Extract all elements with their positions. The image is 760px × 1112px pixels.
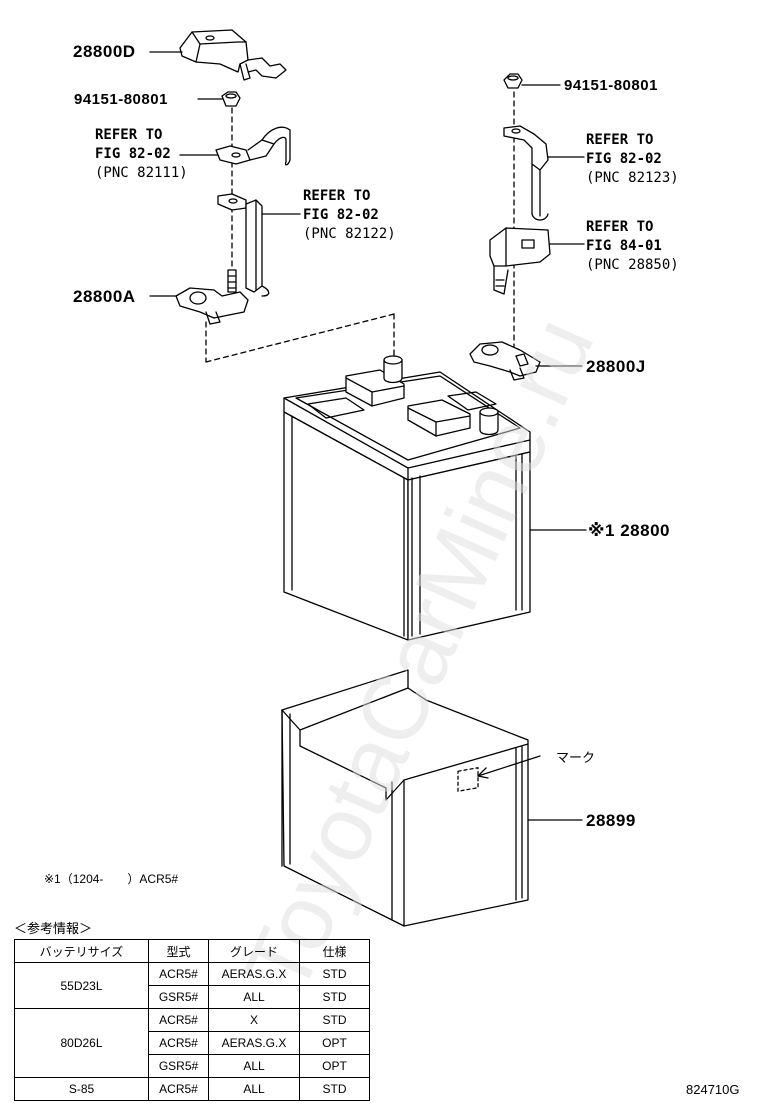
cell-grade: AERAS.G.X (208, 962, 300, 986)
cell-size: S-85 (14, 1077, 149, 1101)
refer-right-2: REFER TO FIG 84-01 (PNC 28850) (586, 219, 679, 273)
cell-model: ACR5# (148, 1008, 209, 1032)
label-28800J: 28800J (586, 357, 646, 376)
cable-82123 (503, 125, 549, 221)
table-row: S-85 ACR5# ALL STD (14, 1077, 370, 1101)
cell-model: ACR5# (148, 962, 209, 986)
footnote: ※1（1204- ）ACR5# (44, 872, 179, 886)
cell-spec: STD (299, 1077, 370, 1101)
label-28800D: 28800D (73, 42, 136, 61)
terminal-clamp-28800J (469, 341, 541, 381)
cable-82122 (217, 193, 270, 297)
cell-model: ACR5# (148, 1031, 209, 1055)
refer-right-1: REFER TO FIG 82-02 (PNC 82123) (586, 132, 679, 186)
cell-spec: STD (299, 1008, 370, 1032)
cell-grade: X (208, 1008, 300, 1032)
battery-info-table: バッテリサイズ 型式 グレード 仕様 55D23L ACR5# AERAS.G.… (14, 939, 370, 1101)
alignment-line-negative (205, 313, 395, 363)
cell-grade: ALL (208, 985, 300, 1009)
label-mark: マーク (556, 750, 596, 765)
cell-size: 80D26L (14, 1008, 149, 1078)
table-row: ACR5# AERAS.G.X OPT (15, 1031, 370, 1055)
header-battery-size: バッテリサイズ (14, 939, 149, 963)
cell-model: ACR5# (148, 1077, 209, 1101)
label-28800A: 28800A (73, 287, 136, 306)
terminal-clamp-28800A (175, 269, 249, 325)
cell-size: 55D23L (14, 962, 149, 1009)
fusible-link-28850 (489, 227, 551, 295)
label-28800: ※1 28800 (588, 521, 670, 540)
cell-grade: AERAS.G.X (208, 1031, 300, 1055)
cell-spec: STD (299, 962, 370, 986)
label-nut-left: 94151-80801 (74, 91, 168, 108)
cell-model: GSR5# (148, 1054, 209, 1078)
battery-tray-28899 (281, 669, 529, 927)
cable-terminal-82111 (215, 126, 291, 166)
terminal-cover-28800D (179, 29, 287, 81)
drawing-number: 824710G (686, 1082, 740, 1097)
info-title: ＜参考情報＞ (14, 922, 93, 937)
leader-mark (477, 755, 541, 777)
cell-spec: OPT (299, 1031, 370, 1055)
refer-left-2: REFER TO FIG 82-02 (PNC 82122) (303, 188, 396, 242)
label-28899: 28899 (586, 811, 636, 830)
cell-grade: ALL (208, 1054, 300, 1078)
header-spec: 仕様 (299, 939, 370, 963)
battery-28800 (283, 355, 531, 641)
table-row: 55D23L ACR5# AERAS.G.X STD (14, 962, 370, 1009)
table-row: 80D26L ACR5# X STD (14, 1008, 370, 1078)
arrowhead-mark (477, 767, 489, 779)
cell-grade: ALL (208, 1077, 300, 1101)
cell-spec: STD (299, 985, 370, 1009)
nut-left (221, 91, 241, 107)
cell-model: GSR5# (148, 985, 209, 1009)
table-row: GSR5# ALL STD (15, 985, 370, 1009)
header-grade: グレード (208, 939, 300, 963)
header-model: 型式 (148, 939, 209, 963)
table-header-row: バッテリサイズ 型式 グレード 仕様 (14, 939, 370, 963)
cell-spec: OPT (299, 1054, 370, 1078)
nut-right (503, 73, 523, 89)
label-nut-right: 94151-80801 (564, 77, 658, 94)
refer-left-1: REFER TO FIG 82-02 (PNC 82111) (95, 127, 188, 181)
